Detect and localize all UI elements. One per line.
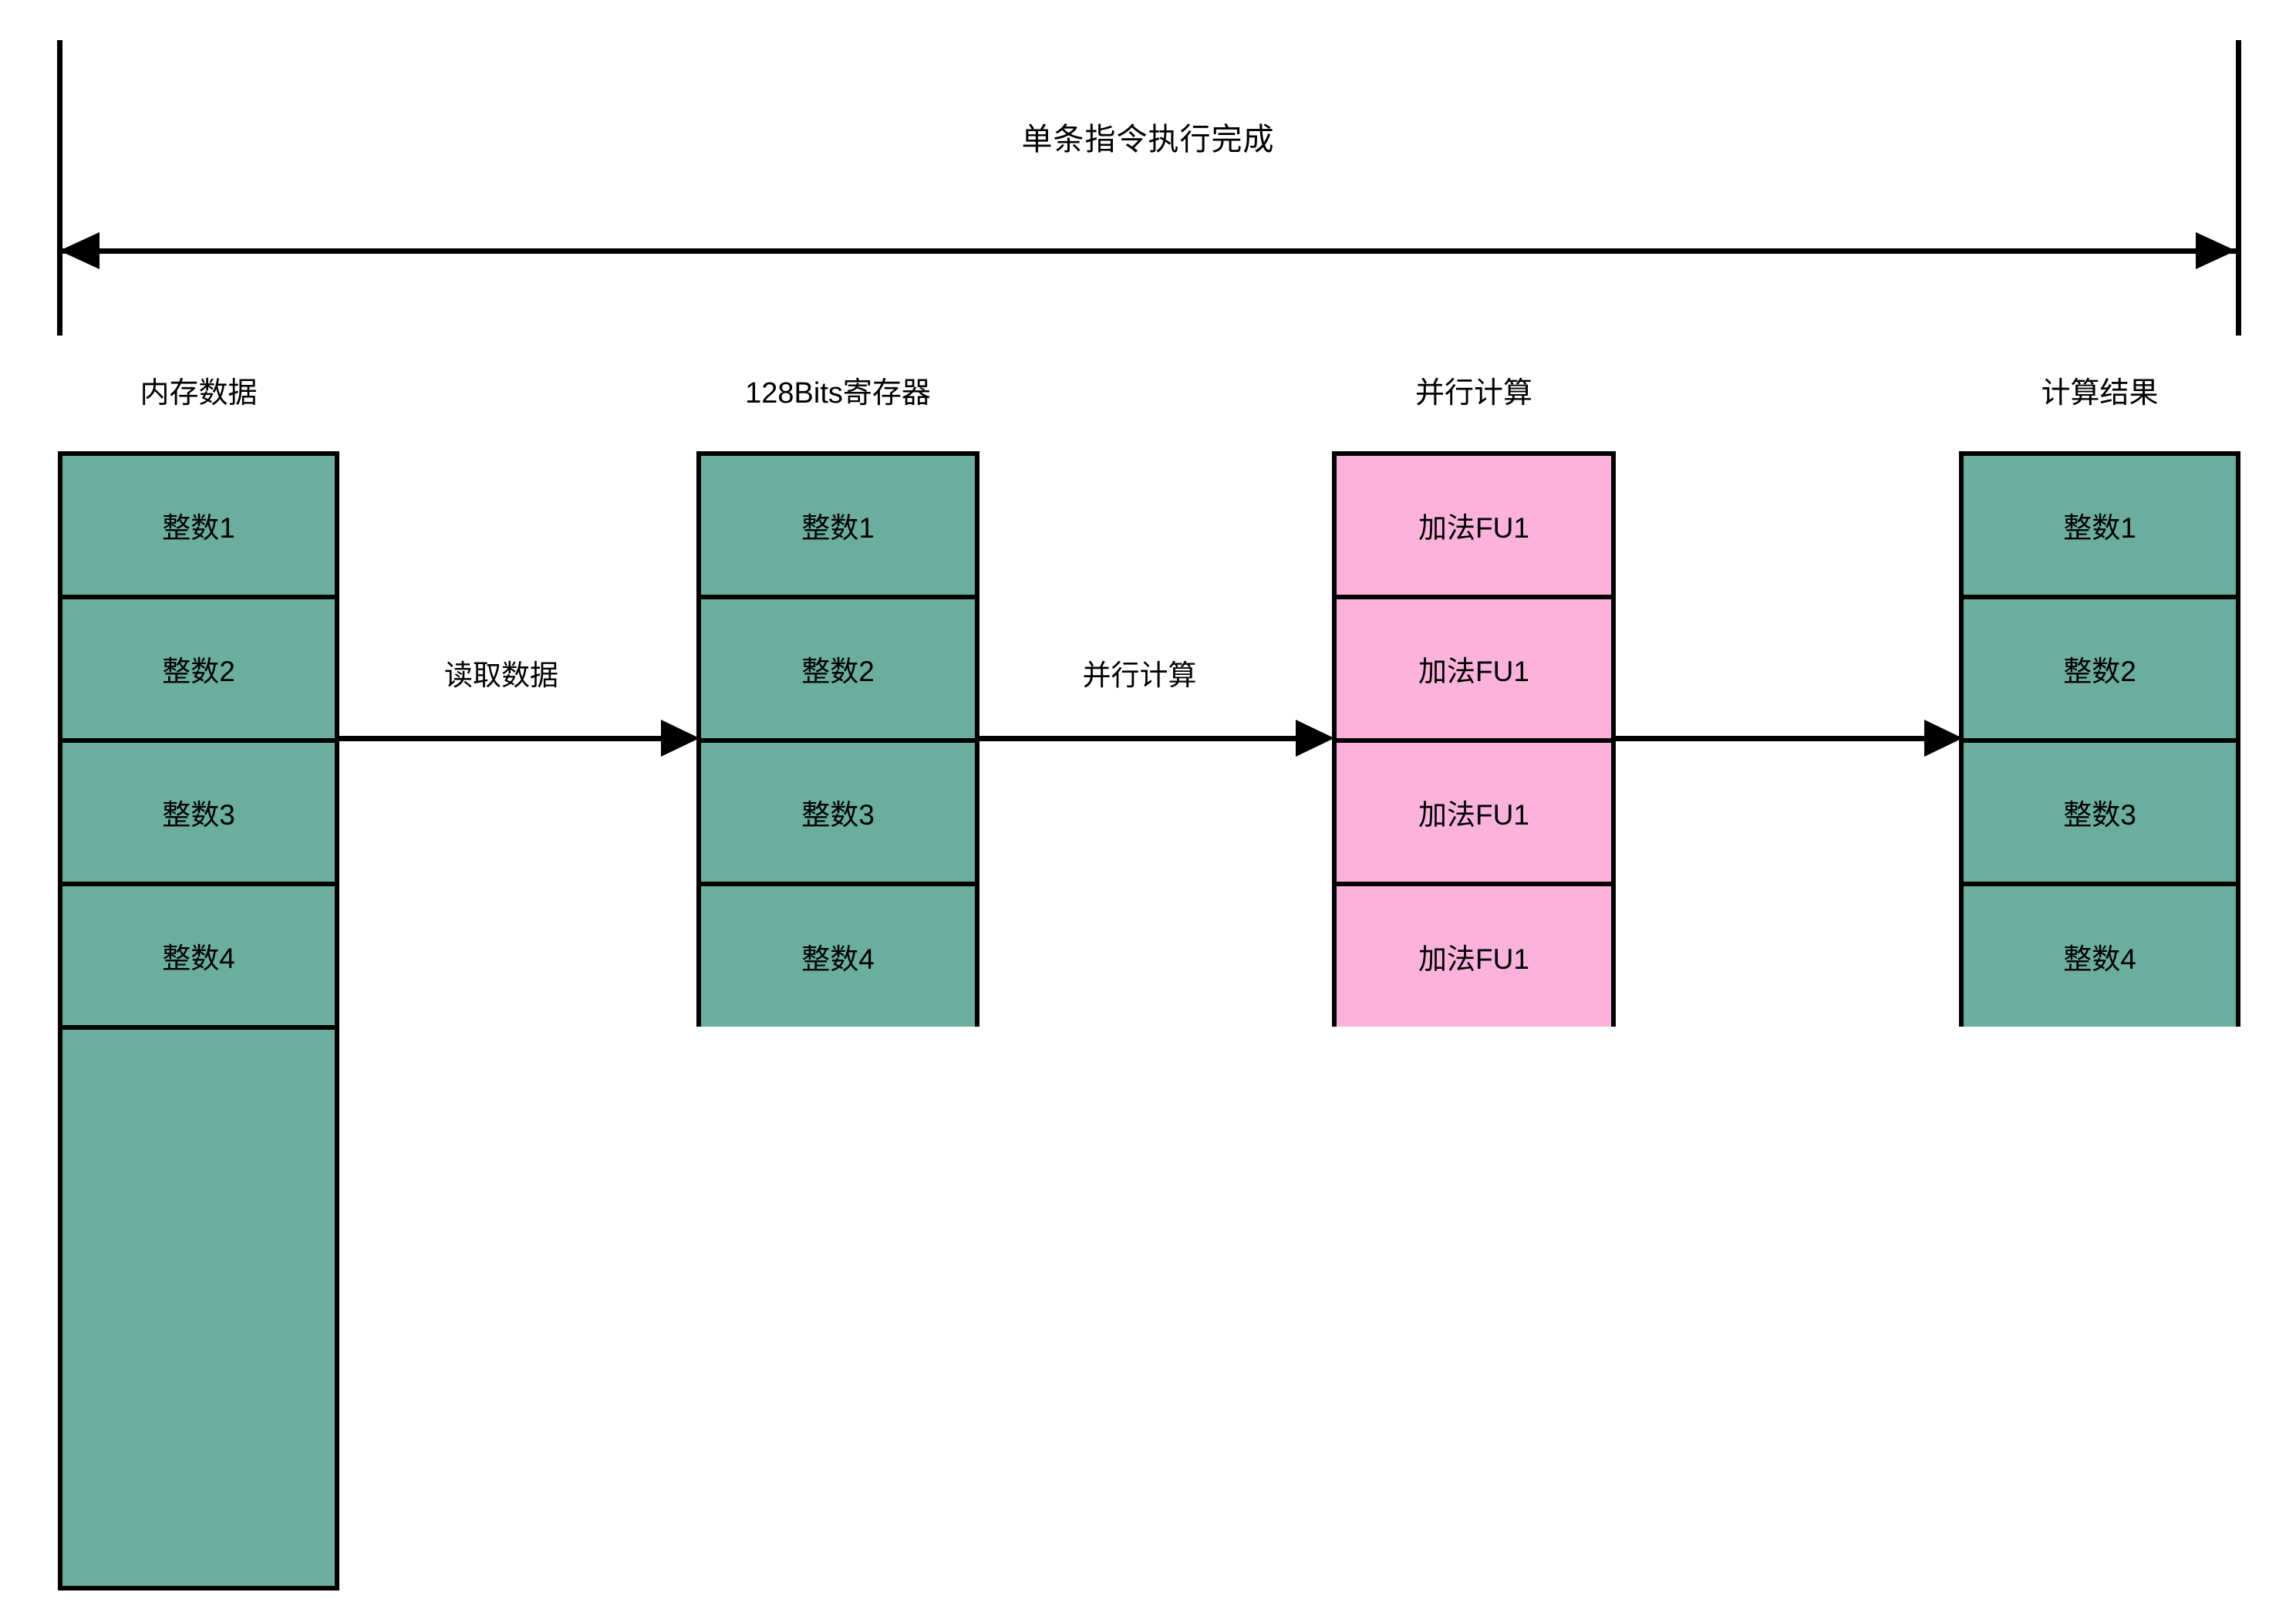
register-cell-4: 整数4 <box>701 886 975 1027</box>
column-header-register: 128Bits寄存器 <box>745 377 931 410</box>
timeline-arrow-line <box>62 248 2236 254</box>
result-cell-2: 整数2 <box>1964 599 2236 743</box>
connector-line-read-data <box>339 736 663 741</box>
column-header-memory: 内存数据 <box>140 377 258 410</box>
fu-cell-3: 加法FU1 <box>1337 743 1611 886</box>
connector-arrowhead-read-data-icon <box>661 720 700 757</box>
stack-memory-data: 整数1 整数2 整数3 整数4 <box>58 451 339 1590</box>
register-cell-1: 整数1 <box>701 456 975 599</box>
connector-line-result <box>1616 736 1928 741</box>
fu-cell-2: 加法FU1 <box>1337 599 1611 743</box>
timeline-start-marker <box>57 40 62 336</box>
connector-label-read-data: 读取数据 <box>444 659 558 691</box>
stack-result: 整数1 整数2 整数3 整数4 <box>1959 451 2240 1027</box>
stack-parallel-compute: 加法FU1 加法FU1 加法FU1 加法FU1 <box>1332 451 1616 1027</box>
fu-cell-1: 加法FU1 <box>1337 456 1611 599</box>
stack-register: 整数1 整数2 整数3 整数4 <box>696 451 979 1027</box>
connector-arrowhead-parallel-compute-icon <box>1296 720 1334 757</box>
column-header-result: 计算结果 <box>2041 377 2159 410</box>
timeline-arrowhead-right-icon <box>2196 232 2236 269</box>
timeline-arrowhead-left-icon <box>59 232 99 269</box>
memory-cell-3: 整数3 <box>62 743 335 886</box>
column-header-parallel: 并行计算 <box>1414 377 1532 410</box>
timeline-end-marker <box>2236 40 2241 336</box>
connector-arrowhead-result-icon <box>1924 720 1963 757</box>
timeline-title: 单条指令执行完成 <box>1021 123 1275 157</box>
memory-cell-4: 整数4 <box>62 886 335 1030</box>
result-cell-4: 整数4 <box>1964 886 2236 1027</box>
register-cell-3: 整数3 <box>701 743 975 886</box>
connector-line-parallel-compute <box>979 736 1300 741</box>
memory-cell-1: 整数1 <box>62 456 335 599</box>
result-cell-1: 整数1 <box>1964 456 2236 599</box>
result-cell-3: 整数3 <box>1964 743 2236 886</box>
memory-cell-remaining <box>62 1030 335 1586</box>
memory-cell-2: 整数2 <box>62 599 335 743</box>
fu-cell-4: 加法FU1 <box>1337 886 1611 1027</box>
connector-label-parallel-compute: 并行计算 <box>1082 659 1197 691</box>
register-cell-2: 整数2 <box>701 599 975 743</box>
